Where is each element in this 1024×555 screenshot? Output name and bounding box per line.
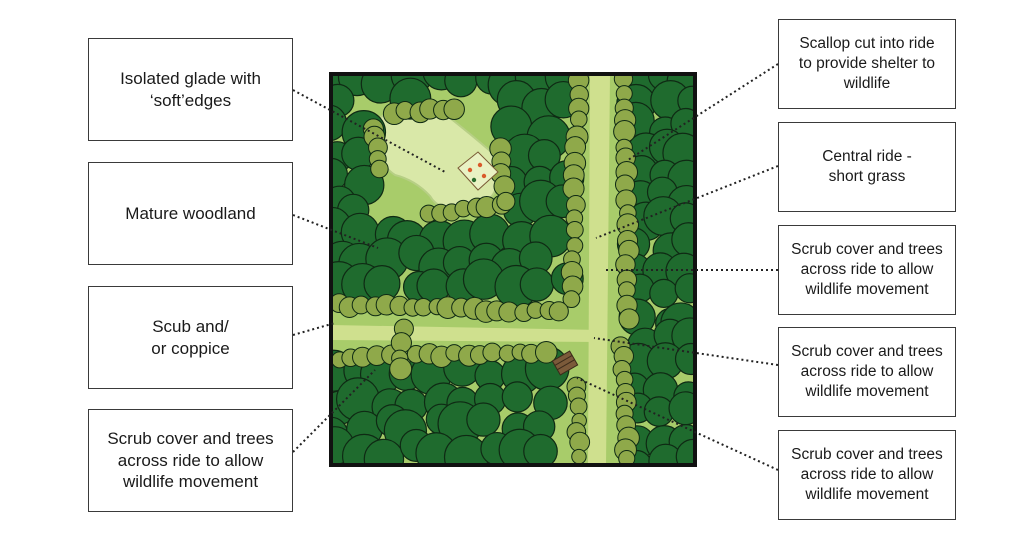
label-scub-coppice: Scub and/ or coppice: [88, 286, 293, 389]
label-scrub-cover-right-1: Scrub cover and trees across ride to all…: [778, 225, 956, 315]
woodland-map: [331, 74, 695, 465]
label-scrub-cover-right-3: Scrub cover and trees across ride to all…: [778, 430, 956, 520]
map-border: [329, 72, 697, 467]
label-isolated-glade: Isolated glade with ‘soft’edges: [88, 38, 293, 141]
bench-icon: [551, 350, 579, 376]
label-scrub-cover-right-2: Scrub cover and trees across ride to all…: [778, 327, 956, 417]
leader-lines: [292, 63, 779, 471]
label-mature-woodland: Mature woodland: [88, 162, 293, 265]
label-scallop: Scallop cut into ride to provide shelter…: [778, 19, 956, 109]
label-scrub-cover-left: Scrub cover and trees across ride to all…: [88, 409, 293, 512]
label-central-ride: Central ride - short grass: [778, 122, 956, 212]
scrub-coppice: [331, 74, 640, 465]
picnic-area-icon: [457, 151, 499, 191]
central-ride: [588, 74, 610, 465]
mature-woodland-trees: [331, 74, 695, 465]
